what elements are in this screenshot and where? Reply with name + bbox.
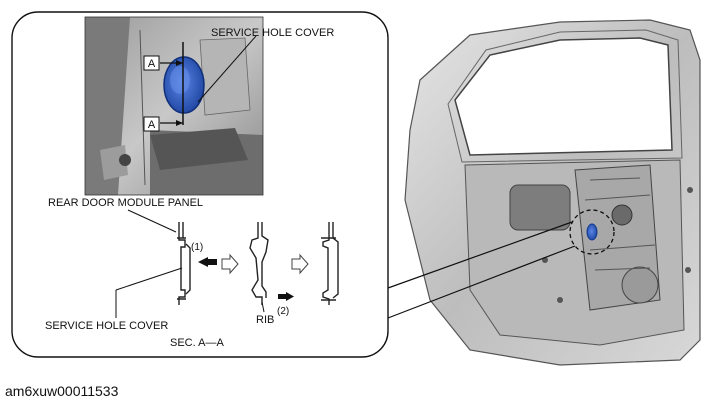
transition-arrow-2 bbox=[291, 253, 309, 275]
rear-door-module-panel-label: REAR DOOR MODULE PANEL bbox=[48, 197, 203, 209]
label-leader bbox=[197, 35, 257, 103]
step-1-label: (1) bbox=[191, 242, 203, 253]
detail-highlight-circle bbox=[569, 209, 615, 255]
closeup-image bbox=[84, 16, 264, 196]
detail-leader-line bbox=[387, 221, 573, 289]
step-2-label: (2) bbox=[277, 306, 289, 317]
service-hole-cover-label-top: SERVICE HOLE COVER bbox=[211, 27, 334, 39]
image-code: am6xuw00011533 bbox=[5, 383, 119, 399]
rear-door-illustration bbox=[404, 19, 701, 366]
push-arrow-1 bbox=[198, 257, 208, 267]
service-hole-cover-label-bottom: SERVICE HOLE COVER bbox=[45, 320, 168, 332]
speaker-opening bbox=[509, 184, 571, 231]
section-caption: SEC. A—A bbox=[170, 337, 224, 349]
push-arrow-2 bbox=[286, 292, 294, 301]
label-leader bbox=[127, 209, 177, 233]
label-leader bbox=[261, 301, 265, 313]
transition-arrow-1 bbox=[221, 253, 239, 275]
section-marker-bottom: A bbox=[148, 119, 156, 131]
section-profile-3 bbox=[321, 222, 339, 305]
section-marker-top: A bbox=[148, 58, 156, 70]
section-profile-2 bbox=[249, 222, 269, 305]
service-hole-cover-small bbox=[586, 223, 598, 241]
detail-leader-line bbox=[387, 245, 576, 319]
section-profile-1 bbox=[177, 222, 191, 305]
label-leader bbox=[115, 267, 183, 291]
rib-label: RIB bbox=[256, 314, 274, 326]
